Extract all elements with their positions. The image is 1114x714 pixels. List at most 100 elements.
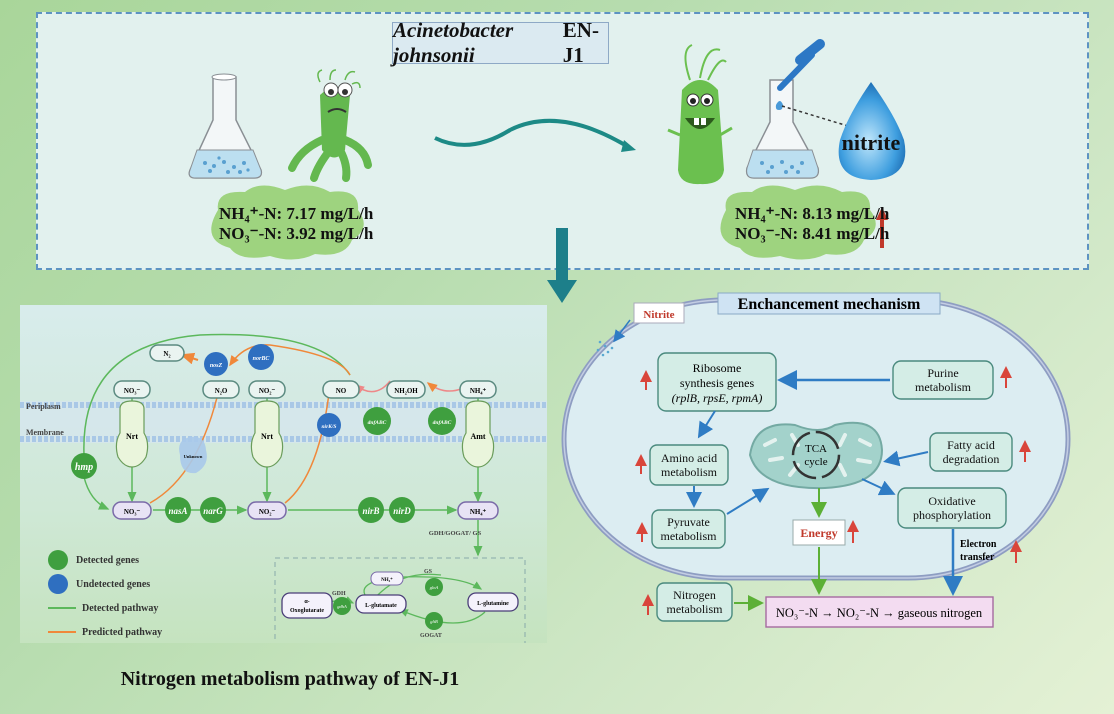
periplasm-label: Periplasm [26, 402, 61, 411]
svg-text:GOGAT: GOGAT [420, 633, 442, 639]
svg-text:L-glutamate: L-glutamate [365, 603, 397, 609]
svg-text:N₂O: N₂O [215, 387, 228, 395]
box-pyruvate: Pyruvate metabolism [651, 509, 726, 549]
compound-n2: N₂ [149, 344, 185, 362]
compound-no3-out: NO₃⁻ [113, 380, 151, 399]
flask-icon [745, 79, 820, 179]
svg-text:NO₃⁻: NO₃⁻ [124, 387, 141, 395]
compound-no2-in: NO₂⁻ [247, 501, 287, 520]
svg-text:TCA: TCA [805, 443, 827, 455]
svg-text:NH₄⁺: NH₄⁺ [470, 508, 487, 516]
box-purine: Purine metabolism [892, 360, 994, 400]
svg-text:NO₃⁻: NO₃⁻ [124, 508, 141, 516]
assim-oxoglutarate: α-Oxoglutarate [281, 592, 333, 619]
svg-text:NH₄⁺: NH₄⁺ [470, 387, 487, 395]
gene-nosZ: nosZ [204, 352, 228, 376]
compound-nh4-in: NH₄⁺ [457, 501, 499, 520]
flask-icon [188, 73, 263, 179]
wavy-arrow-icon [434, 118, 636, 152]
svg-text:norBC: norBC [253, 356, 271, 362]
tca-cycle-icon: TCA cycle [791, 430, 841, 480]
cloud-before [211, 185, 364, 260]
assim-glutamate: L-glutamate [355, 594, 407, 614]
blue-circle-icon [48, 574, 68, 594]
increase-arrow-icon [876, 207, 888, 248]
gene-narG: narG [200, 497, 226, 523]
svg-text:nirK/S: nirK/S [322, 424, 337, 430]
membrane-band [20, 401, 547, 443]
hmp-pathway-line [83, 333, 351, 456]
svg-text:Amt: Amt [470, 432, 485, 441]
legend-detected-pathway: Detected pathway [48, 596, 162, 620]
box-amino-acid: Amino acid metabolism [649, 444, 729, 486]
before-no3-rate: NO₃⁻-N: 3.92 mg/L/h [219, 224, 374, 243]
gene-nirKS: nirK/S [317, 413, 341, 437]
transporter-unknown: Unknown [179, 436, 207, 474]
svg-text:Ribosome: Ribosome [693, 361, 742, 375]
nitrite-drop-label: nitrite [842, 130, 901, 155]
svg-text:Unknown: Unknown [184, 454, 203, 459]
pathway-diagram: Periplasm Membrane N₂ N₂O NO₃⁻ NO₂⁻ NO N… [20, 333, 547, 643]
arrow-fatty-to-tca [883, 450, 929, 467]
svg-text:NH₂OH: NH₂OH [394, 387, 418, 395]
gene-gdhA: gdhA [333, 597, 351, 615]
gene-dnfABC-2: dnfABC [428, 407, 456, 435]
legend-undetected-genes: Undetected genes [48, 572, 162, 596]
svg-text:narG: narG [203, 506, 223, 516]
gene-glnA: glnA [425, 578, 443, 596]
svg-text:dnfABC: dnfABC [368, 420, 387, 426]
compound-nh4-out: NH₄⁺ [459, 380, 497, 399]
svg-text:nirB: nirB [362, 506, 379, 516]
transporter-amt: Amt [461, 400, 495, 468]
svg-text:synthesis genes: synthesis genes [680, 376, 755, 390]
arrow-tca-to-oxphos [861, 478, 896, 496]
svg-text:α-: α- [304, 599, 309, 605]
box-nitrogen-metabolism: Nitrogen metabolism [656, 582, 733, 622]
after-nh4-rate: NH₄⁺-N: 8.13 mg/L/h [735, 204, 890, 223]
species-title: Acinetobacter johnsonii EN-J1 [392, 18, 609, 67]
pathway-panel [20, 305, 547, 643]
gene-nirD: nirD [389, 497, 415, 523]
svg-text:GS: GS [424, 569, 433, 575]
arrow-ribosome-to-amino [697, 410, 716, 439]
gene-nirB: nirB [358, 497, 384, 523]
box-ribosome: Ribosome synthesis genes (rplB, rpsE, rp… [657, 352, 777, 412]
svg-text:Nrt: Nrt [261, 432, 273, 441]
strain-name: EN-J1 [562, 18, 599, 67]
before-rates: NH₄⁺-N: 7.17 mg/L/h NO₃⁻-N: 3.92 mg/L/h [219, 204, 373, 244]
svg-text:GDH: GDH [332, 591, 346, 597]
membrane-label: Membrane [26, 428, 64, 437]
svg-text:gdhA: gdhA [337, 604, 347, 609]
assimilation-label: GDH/GOGAT/ GS [429, 530, 482, 537]
increase-indicators [635, 366, 1031, 615]
assimilation-box: NH₄⁺ α-Oxoglutarate L-glutamate L-glutam… [274, 557, 526, 643]
transporter-nrt-2: Nrt [250, 400, 284, 468]
svg-text:nosZ: nosZ [210, 363, 223, 369]
svg-text:NO: NO [336, 387, 347, 395]
mechanism-title-box: Enchancement mechanism [717, 292, 941, 315]
box-fatty-acid: Fatty acid degradation [929, 432, 1013, 472]
compound-no: NO [322, 380, 360, 399]
svg-text:nasA: nasA [168, 506, 187, 516]
svg-text:NH₄⁺: NH₄⁺ [381, 577, 393, 583]
electron-transfer-label: Electron [960, 539, 997, 550]
nitrite-particles-icon [596, 340, 614, 357]
transporter-nrt-1: Nrt [115, 400, 149, 468]
svg-text:dnfABC: dnfABC [433, 420, 452, 426]
n2o-to-n2-line [180, 352, 199, 365]
orange-arrow-icon [48, 631, 76, 633]
compound-nh2oh: NH₂OH [386, 380, 426, 399]
box-energy: Energy [792, 519, 846, 546]
legend-predicted-pathway: Predicted pathway [48, 620, 162, 644]
electron-transfer-label-2: transfer [960, 552, 995, 563]
gene-hmp: hmp [71, 453, 97, 479]
svg-text:L-glutamine: L-glutamine [477, 601, 509, 607]
assim-nh4: NH₄⁺ [370, 571, 404, 586]
species-name: Acinetobacter johnsonii [393, 18, 514, 67]
cloud-after [720, 185, 876, 260]
svg-text:NO₃⁻-N → NO₂⁻-N → gaseous nitr: NO₃⁻-N → NO₂⁻-N → gaseous nitrogen [776, 606, 983, 620]
svg-text:hmp: hmp [75, 462, 93, 473]
pathway-legend: Detected genes Undetected genes Detected… [48, 548, 162, 644]
water-drop-icon [838, 82, 906, 180]
svg-text:NO₂⁻: NO₂⁻ [259, 387, 276, 395]
